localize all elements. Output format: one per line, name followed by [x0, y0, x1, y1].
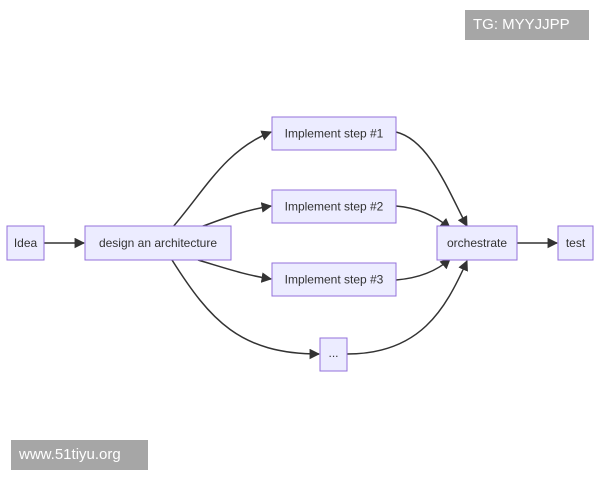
node-more: ... [319, 337, 348, 372]
edge-step1-orchestrate [395, 131, 468, 227]
node-step1-label: Implement step #1 [285, 127, 384, 141]
node-orchestrate-label: orchestrate [447, 236, 507, 250]
node-step3: Implement step #3 [271, 262, 397, 297]
node-design-label: design an architecture [99, 236, 217, 250]
edge-design-step2 [197, 202, 273, 229]
node-more-label: ... [328, 346, 338, 360]
node-step2: Implement step #2 [271, 189, 397, 224]
node-idea: Idea [6, 225, 45, 261]
edge-design-step3 [197, 259, 273, 283]
edge-design-step1 [171, 130, 272, 229]
watermark-bottom: www.51tiyu.org [11, 440, 148, 470]
node-design: design an architecture [84, 225, 232, 261]
node-test-label: test [566, 236, 586, 250]
edge-design-more [171, 259, 321, 360]
node-step2-label: Implement step #2 [285, 200, 384, 214]
edge-more-orchestrate [346, 260, 468, 355]
node-idea-label: Idea [14, 236, 38, 250]
edge-step3-orchestrate [395, 258, 451, 281]
node-step3-label: Implement step #3 [285, 273, 384, 287]
edges [44, 130, 559, 360]
node-test: test [557, 225, 594, 261]
edge-step2-orchestrate [395, 205, 451, 229]
node-orchestrate: orchestrate [436, 225, 518, 261]
watermark-top: TG: MYYJJPP [465, 10, 589, 40]
node-step1: Implement step #1 [271, 116, 397, 151]
